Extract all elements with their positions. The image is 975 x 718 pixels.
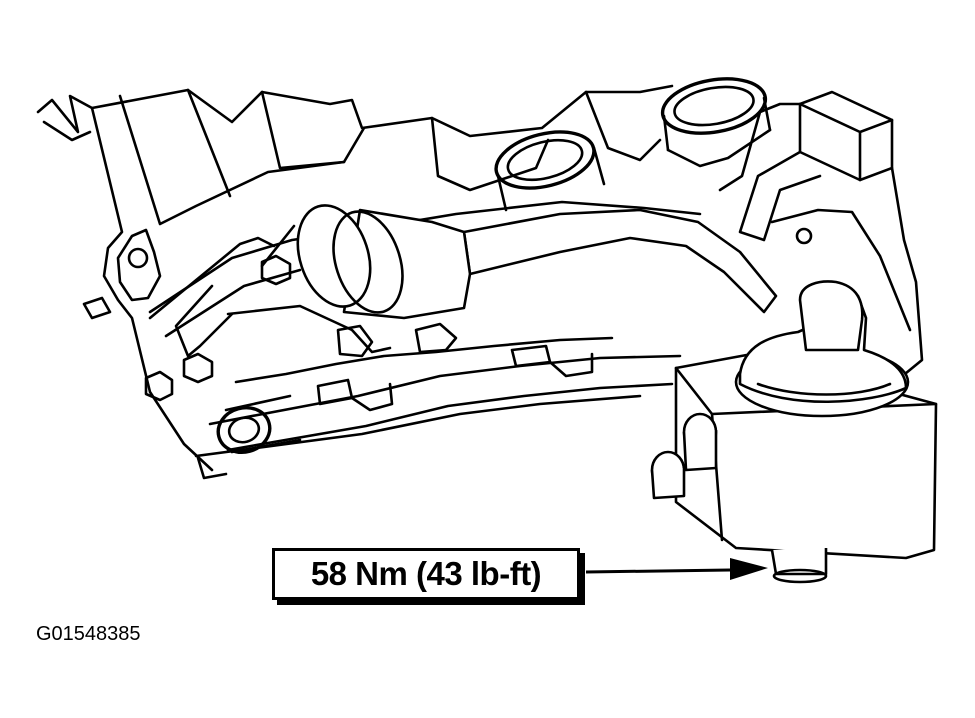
sensor-box	[718, 90, 924, 380]
intake-tubes	[494, 77, 772, 212]
pipe-assembly	[82, 204, 778, 402]
leader-arrow	[585, 558, 768, 580]
bushing	[216, 394, 302, 454]
figure-id: G01548385	[36, 623, 141, 645]
engine-mount	[650, 280, 938, 584]
torque-spec-label: 58 Nm (43 lb-ft)	[272, 548, 580, 600]
oil-pan	[148, 200, 702, 480]
engine-block	[36, 84, 674, 472]
